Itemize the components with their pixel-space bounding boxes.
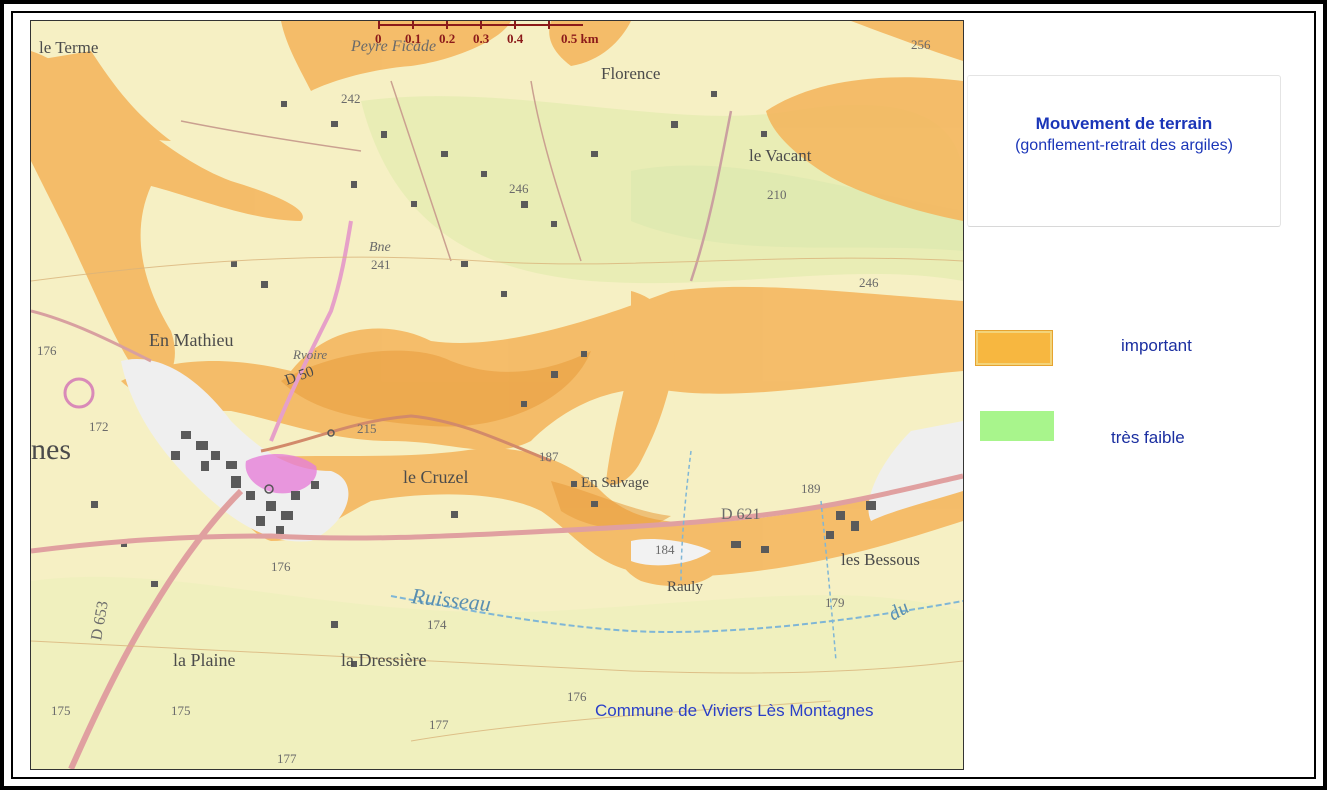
place-label: Florence [601,64,660,83]
place-labels: le Terme Peyre Ficade Florence le Vacant… [31,38,920,670]
vegetation-zone [31,576,963,769]
scale-label: 0.5 km [561,31,599,46]
svg-text:210: 210 [767,187,787,202]
svg-text:176: 176 [37,343,57,358]
inner-frame [11,11,1316,779]
stream [390,595,963,633]
svg-text:187: 187 [539,449,559,464]
road-north [269,220,353,442]
place-label: le Vacant [749,146,812,165]
church-icon [264,484,274,494]
legend-title: Mouvement de terrain [1035,114,1213,133]
road-d621 [31,473,963,554]
place-label: la Plaine [173,650,235,670]
scale-label: 0 [375,31,382,46]
place-label: Peyre Ficade [350,38,436,55]
place-label: Rvoire [292,347,327,362]
scale-label: 0.4 [507,31,524,46]
svg-text:241: 241 [371,257,391,272]
svg-text:176: 176 [567,689,587,704]
scale-label: 0.3 [473,31,490,46]
topographic-map[interactable]: 0 0.1 0.2 0.3 0.4 0.5 km le Terme Peyre … [30,20,964,770]
svg-text:179: 179 [825,595,845,610]
svg-text:177: 177 [277,751,297,766]
road-d50 [260,414,552,463]
svg-text:177: 177 [429,717,449,732]
legend-swatch-important [975,330,1053,366]
road-label: D 653 [88,600,112,642]
road-d653 [68,488,244,769]
svg-text:176: 176 [271,559,291,574]
place-label: En Salvage [581,475,649,491]
place-label: la Dressière [341,650,426,670]
commune-caption: Commune de Viviers Lès Montagnes [595,701,874,720]
vegetation-zone [631,165,963,251]
svg-text:174: 174 [427,617,447,632]
place-label: nes [31,433,71,466]
svg-text:246: 246 [859,275,879,290]
svg-text:184: 184 [655,542,675,557]
map-canvas: 0 0.1 0.2 0.3 0.4 0.5 km le Terme Peyre … [31,21,963,769]
contour-lines [31,256,963,742]
scale-label: 0.1 [405,31,421,46]
place-label: En Mathieu [149,330,233,350]
place-label: le Cruzel [403,467,468,487]
svg-text:172: 172 [89,419,109,434]
svg-text:175: 175 [171,703,191,718]
legend-label-tres-faible: très faible [1111,428,1185,447]
place-label: Rauly [667,579,703,595]
elevation-labels: 256 242 246 210 241 246 176 172 215 187 … [37,37,931,766]
legend-label-important: important [1121,336,1192,355]
svg-text:256: 256 [911,37,931,52]
church-icon [327,429,335,437]
legend-swatch-tres-faible [980,411,1054,441]
place-label: le Terme [39,38,98,57]
roundabout-icon [63,377,95,409]
legend-title-box: Mouvement de terrain (gonflement-retrait… [967,75,1281,227]
svg-text:242: 242 [341,91,361,106]
svg-text:246: 246 [509,181,529,196]
risk-zone-core [281,350,671,529]
scale-label: 0.2 [439,31,455,46]
place-label: les Bessous [841,550,920,569]
scale-bar: 0 0.1 0.2 0.3 0.4 0.5 km [375,21,599,46]
svg-text:215: 215 [357,421,377,436]
svg-text:175: 175 [51,703,71,718]
svg-text:189: 189 [801,481,821,496]
road-label: D 621 [721,506,761,523]
place-label: Bne [369,240,391,255]
roads [31,80,963,769]
legend-subtitle: (gonflement-retrait des argiles) [1015,137,1233,154]
